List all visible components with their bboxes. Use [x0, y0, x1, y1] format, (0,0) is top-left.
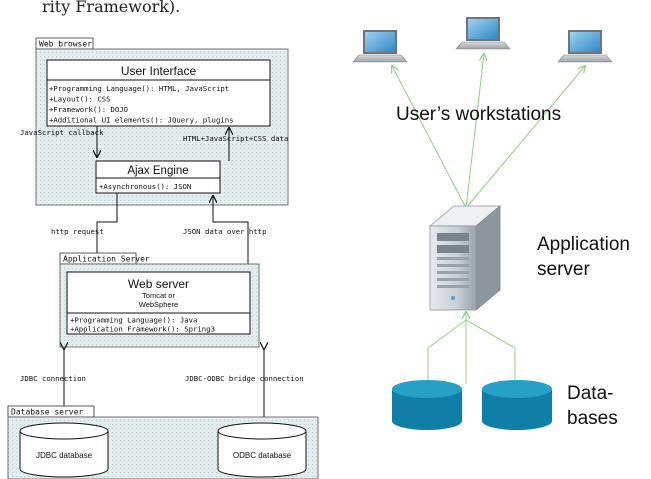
jdbc-odbc-bridge-label: JDBC-ODBC bridge connection: [185, 374, 304, 383]
web-server-subtitle: Tomcat or: [142, 291, 175, 300]
ui-line: +Framework(): DOJO: [49, 105, 128, 114]
ajax-line: +Asynchronous(): JSON: [99, 182, 191, 191]
arrow-to-workstation-2: [465, 54, 484, 209]
web-server-subtitle: WebSphere: [139, 300, 178, 309]
arrow-to-workstation-3: [465, 66, 585, 209]
laptop-icon: [557, 30, 613, 63]
web-server-class: Web server Tomcat or WebSphere +Programm…: [66, 271, 251, 335]
ui-line: +Layout(): CSS: [49, 95, 111, 104]
laptop-icon: [352, 30, 408, 63]
laptop-icon: [455, 17, 511, 50]
users-workstations-label: User’s workstations: [396, 104, 561, 125]
jdbc-database-label: JDBC database: [36, 451, 93, 460]
json-over-http-arrow: [213, 196, 249, 275]
databases-label: Data-: [567, 383, 613, 404]
application-server-package-label: Application Server: [63, 255, 150, 264]
jdbc-database-cylinder: JDBC database: [19, 422, 109, 478]
jdbc-connection-label: JDBC connection: [20, 374, 86, 383]
web-server-line: +Programming Language(): Java: [70, 316, 197, 325]
ui-line: +Programming Language(): HTML, JavaScrip…: [49, 84, 229, 93]
database-server-package-label: Database server: [11, 408, 83, 417]
database-icon-1: [392, 380, 462, 430]
workstation-3: [557, 30, 613, 63]
workstation-2: [455, 17, 511, 50]
web-server-line: +Application Framework(): Spring3: [70, 325, 215, 334]
user-interface-class: User Interface +Programming Language(): …: [46, 59, 271, 127]
user-interface-title: User Interface: [121, 64, 197, 78]
databases-label: bases: [567, 408, 618, 429]
http-request-arrow: [97, 193, 118, 271]
server-tower-icon: [428, 205, 502, 311]
html-js-css-data-label: HTML+JavaScript+CSS data: [183, 134, 288, 143]
db-join-left: [427, 319, 467, 349]
json-data-over-http-label: JSON data over http: [183, 227, 266, 236]
odbc-database-cylinder: ODBC database: [217, 422, 307, 478]
ajax-engine-class: Ajax Engine +Asynchronous(): JSON: [95, 160, 221, 194]
application-server-label: Application: [537, 234, 630, 255]
web-server-title: Web server: [128, 277, 189, 291]
ajax-engine-title: Ajax Engine: [127, 165, 188, 177]
database-icon-2: [482, 380, 552, 430]
header-text: rity Framework).: [42, 0, 180, 16]
arrow-to-workstation-1: [392, 66, 467, 209]
workstation-1: [352, 30, 408, 63]
ui-line: +Additional UI elements(): JQuery, plugi…: [49, 116, 234, 125]
web-browser-package-label: Web browser: [39, 40, 92, 49]
http-request-label: http request: [51, 227, 104, 236]
javascript-callback-label: JavaScript callback: [20, 128, 104, 137]
odbc-database-label: ODBC database: [233, 451, 292, 460]
db-join-right: [465, 319, 516, 349]
network-arrows: [392, 54, 585, 384]
application-server-label: server: [537, 259, 590, 280]
